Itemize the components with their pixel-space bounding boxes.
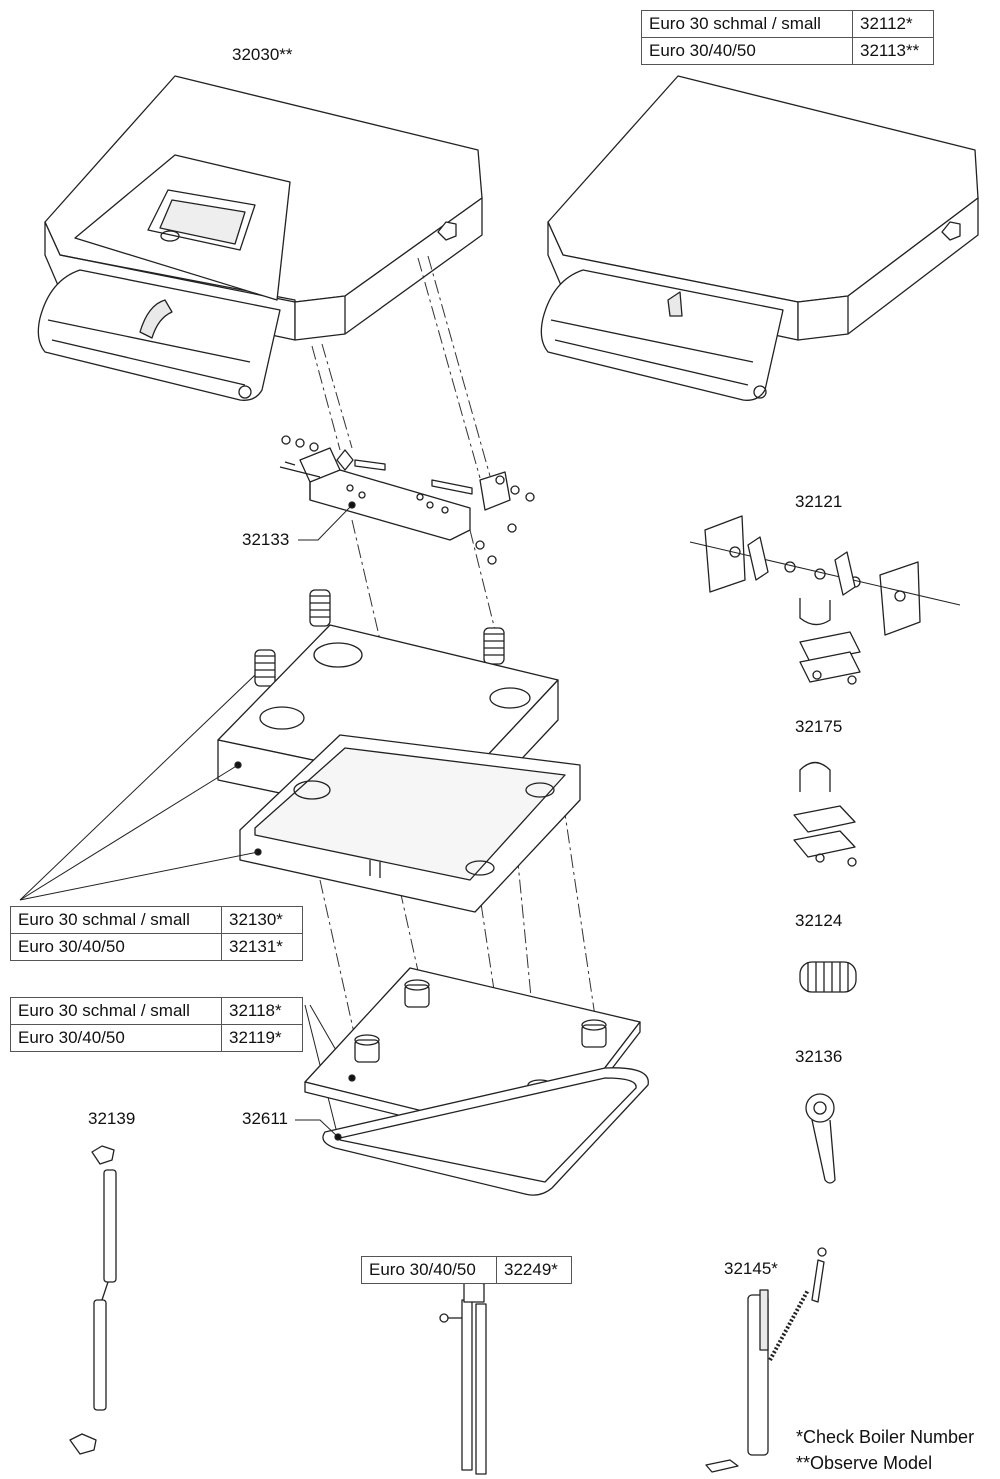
label-bracket-assembly: 32133 bbox=[242, 530, 290, 549]
model-cell: Euro 30 schmal / small bbox=[10, 997, 222, 1025]
table-row: Euro 30 schmal / small 32130* bbox=[10, 906, 303, 934]
part-cell: 32118* bbox=[221, 997, 303, 1025]
model-cell: Euro 30/40/50 bbox=[10, 1024, 222, 1052]
u-bolt-kit bbox=[793, 761, 857, 867]
frame-tray bbox=[239, 734, 581, 913]
part-cell: 32249* bbox=[496, 1256, 572, 1284]
table-row: Euro 30 schmal / small 32118* bbox=[10, 997, 303, 1025]
label-base-frame: 32611 bbox=[242, 1109, 289, 1128]
label-handle-rod: 32145* bbox=[724, 1259, 778, 1278]
part-cell: 32119* bbox=[221, 1024, 303, 1052]
table-row: Euro 30/40/50 32249* bbox=[361, 1256, 572, 1284]
table-row: Euro 30/40/50 32119* bbox=[10, 1024, 303, 1052]
bracket-assembly bbox=[279, 435, 535, 565]
rod-end bbox=[805, 1093, 836, 1184]
label-gas-strut: 32139 bbox=[88, 1109, 136, 1128]
footnote-observe-model: **Observe Model bbox=[796, 1453, 933, 1473]
label-hinge-kit: 32121 bbox=[795, 492, 843, 511]
footnotes: *Check Boiler Number **Observe Model bbox=[796, 1424, 974, 1476]
table-row: Euro 30/40/50 32113** bbox=[641, 37, 934, 65]
handle-rod bbox=[705, 1247, 827, 1473]
table-row: Euro 30/40/50 32131* bbox=[10, 933, 303, 961]
model-cell: Euro 30 schmal / small bbox=[641, 10, 853, 38]
model-cell: Euro 30/40/50 bbox=[361, 1256, 497, 1284]
label-rod-end: 32136 bbox=[795, 1047, 843, 1066]
cover-plain bbox=[540, 75, 979, 401]
label-cover-with-window: 32030** bbox=[232, 45, 293, 64]
bottom-plate-part-table: Euro 30 schmal / small 32118* Euro 30/40… bbox=[10, 997, 303, 1052]
model-cell: Euro 30/40/50 bbox=[10, 933, 222, 961]
spring-part bbox=[799, 961, 857, 993]
part-cell: 32113** bbox=[852, 37, 934, 65]
part-cell: 32130* bbox=[221, 906, 303, 934]
rail-part bbox=[439, 1279, 487, 1475]
model-cell: Euro 30 schmal / small bbox=[10, 906, 222, 934]
footnote-check-boiler: *Check Boiler Number bbox=[796, 1427, 975, 1447]
rail-part-table: Euro 30/40/50 32249* bbox=[361, 1256, 572, 1284]
part-cell: 32131* bbox=[221, 933, 303, 961]
label-spring: 32124 bbox=[795, 911, 843, 930]
table-row: Euro 30 schmal / small 32112* bbox=[641, 10, 934, 38]
label-u-bolt-kit: 32175 bbox=[795, 717, 843, 736]
cover-part-table: Euro 30 schmal / small 32112* Euro 30/40… bbox=[641, 10, 934, 65]
hinge-kit bbox=[689, 515, 961, 685]
part-cell: 32112* bbox=[852, 10, 934, 38]
base-frame bbox=[295, 1067, 649, 1196]
insulation-part-table: Euro 30 schmal / small 32130* Euro 30/40… bbox=[10, 906, 303, 961]
gas-strut bbox=[69, 1145, 117, 1455]
cover-with-window bbox=[37, 75, 483, 401]
model-cell: Euro 30/40/50 bbox=[641, 37, 853, 65]
